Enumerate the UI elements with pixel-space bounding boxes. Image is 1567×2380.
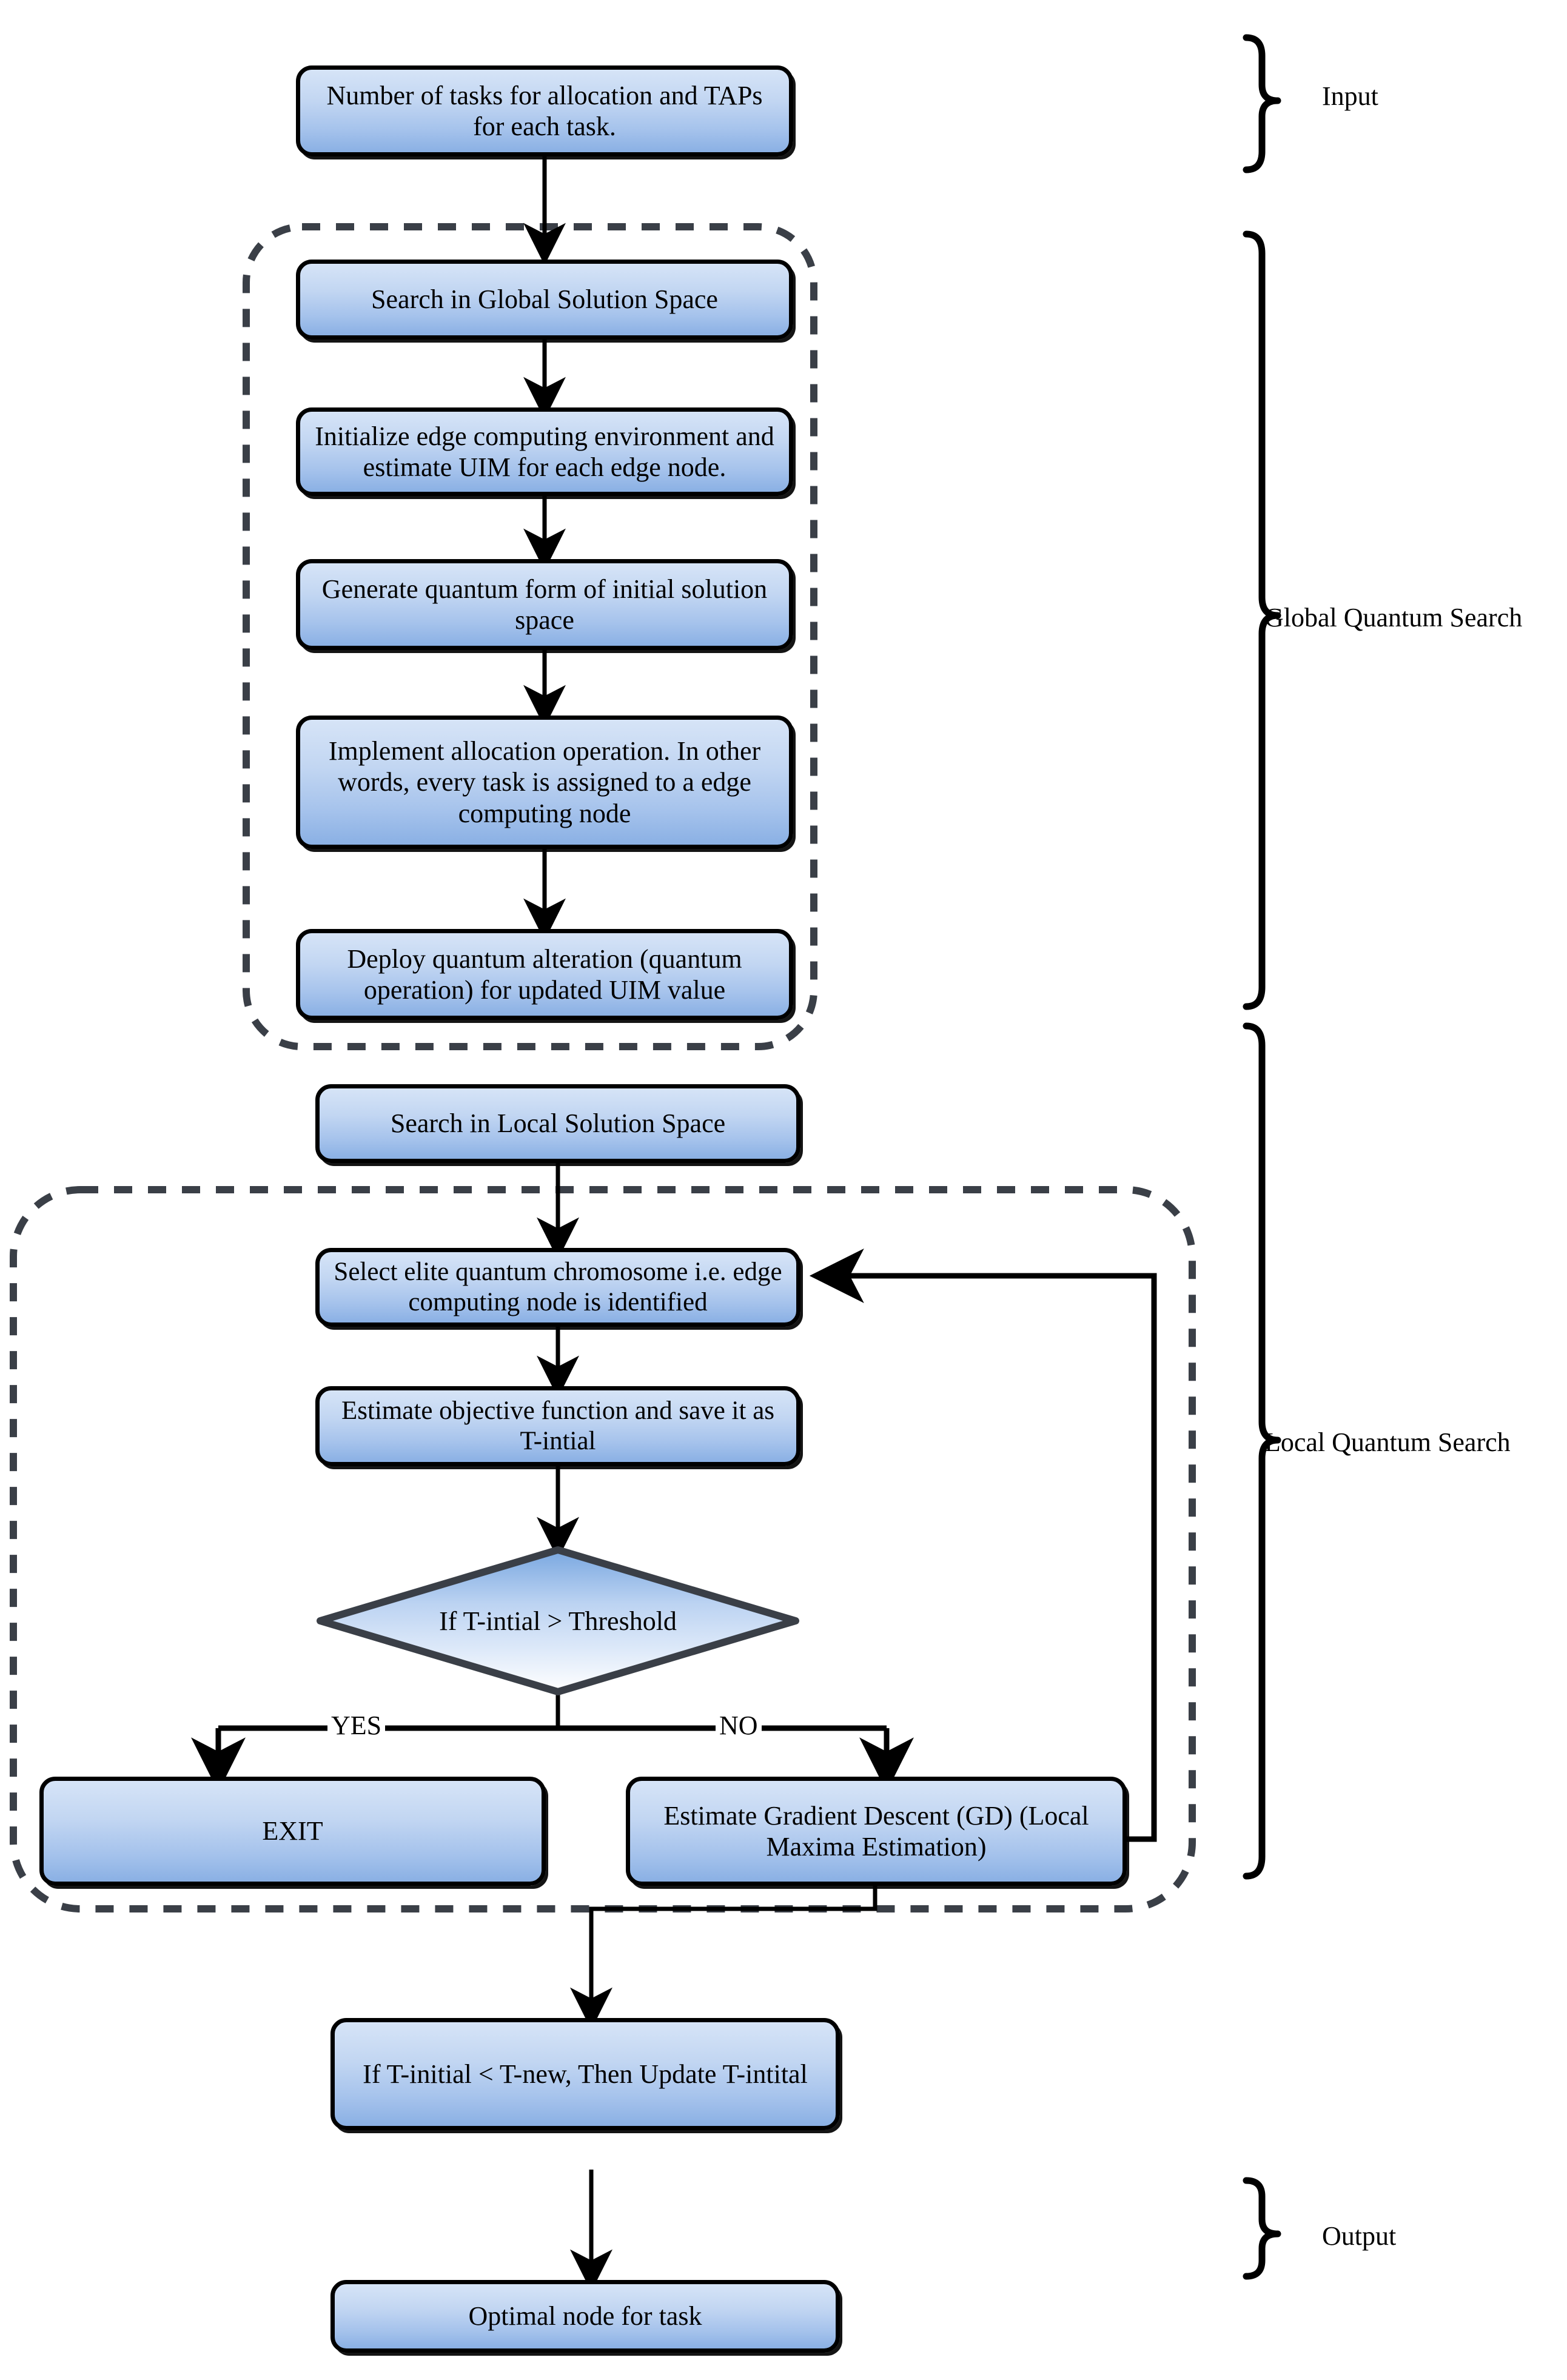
edge-label-yes-text: YES	[331, 1711, 382, 1740]
brace-label-local: Local Quantum Search	[1264, 1427, 1511, 1458]
brace-global-shape	[1243, 230, 1281, 1010]
node-generate-quantum[interactable]: Generate quantum form of initial solutio…	[296, 559, 793, 650]
edge-label-no: NO	[716, 1712, 762, 1739]
brace-label-input-text: Input	[1322, 81, 1378, 111]
node-label: Deploy quantum alteration (quantum opera…	[347, 944, 742, 1005]
edge-label-no-text: NO	[719, 1711, 758, 1740]
connector-feedback-loop	[809, 1249, 1157, 1842]
node-gradient-descent[interactable]: Estimate Gradient Descent (GD) (Local Ma…	[626, 1777, 1127, 1886]
brace-output-shape	[1243, 2177, 1281, 2280]
node-exit[interactable]: EXIT	[39, 1777, 546, 1886]
node-label: Estimate Gradient Descent (GD) (Local Ma…	[663, 1800, 1089, 1862]
node-label: Search in Local Solution Space	[390, 1108, 726, 1139]
node-label: Implement allocation operation. In other…	[328, 736, 761, 828]
node-search-global[interactable]: Search in Global Solution Space	[296, 260, 793, 340]
edge-label-yes: YES	[327, 1711, 386, 1740]
node-label: If T-initial < T-new, Then Update T-inti…	[363, 2059, 808, 2089]
node-label: Optimal node for task	[468, 2301, 702, 2331]
group-outline-global	[243, 223, 817, 1050]
brace-label-output: Output	[1322, 2221, 1396, 2251]
node-update-tinitial[interactable]: If T-initial < T-new, Then Update T-inti…	[331, 2018, 840, 2130]
node-label: Generate quantum form of initial solutio…	[321, 574, 768, 635]
node-label: Select elite quantum chromosome i.e. edg…	[334, 1258, 782, 1316]
brace-label-local-text: Local Quantum Search	[1264, 1427, 1511, 1457]
node-search-local[interactable]: Search in Local Solution Space	[315, 1084, 800, 1163]
node-label: Number of tasks for allocation and TAPs …	[326, 80, 763, 141]
node-implement-alloc[interactable]: Implement allocation operation. In other…	[296, 716, 793, 849]
node-deploy-alteration[interactable]: Deploy quantum alteration (quantum opera…	[296, 929, 793, 1020]
node-decision-threshold[interactable]: If T-intial > Threshold	[315, 1545, 800, 1697]
node-optimal-node[interactable]: Optimal node for task	[331, 2280, 840, 2353]
group-outline-local	[10, 1186, 1196, 1912]
brace-label-output-text: Output	[1322, 2221, 1397, 2251]
diamond-shape	[317, 1546, 799, 1695]
brace-input-shape	[1243, 34, 1281, 173]
brace-local-shape	[1243, 1022, 1281, 1880]
node-label: Search in Global Solution Space	[371, 284, 718, 315]
brace-label-global-text: Global Quantum Search	[1264, 603, 1523, 632]
node-input-tasks[interactable]: Number of tasks for allocation and TAPs …	[296, 65, 793, 156]
brace-label-input: Input	[1322, 81, 1378, 112]
node-estimate-objective[interactable]: Estimate objective function and save it …	[315, 1386, 800, 1466]
node-label: EXIT	[262, 1816, 323, 1846]
node-select-elite[interactable]: Select elite quantum chromosome i.e. edg…	[315, 1248, 800, 1327]
brace-label-global: Global Quantum Search	[1264, 602, 1522, 633]
node-label: Initialize edge computing environment an…	[315, 421, 774, 482]
node-label: Estimate objective function and save it …	[341, 1396, 775, 1455]
node-init-edge[interactable]: Initialize edge computing environment an…	[296, 407, 793, 496]
connector-gd-to-update	[570, 1880, 877, 2030]
